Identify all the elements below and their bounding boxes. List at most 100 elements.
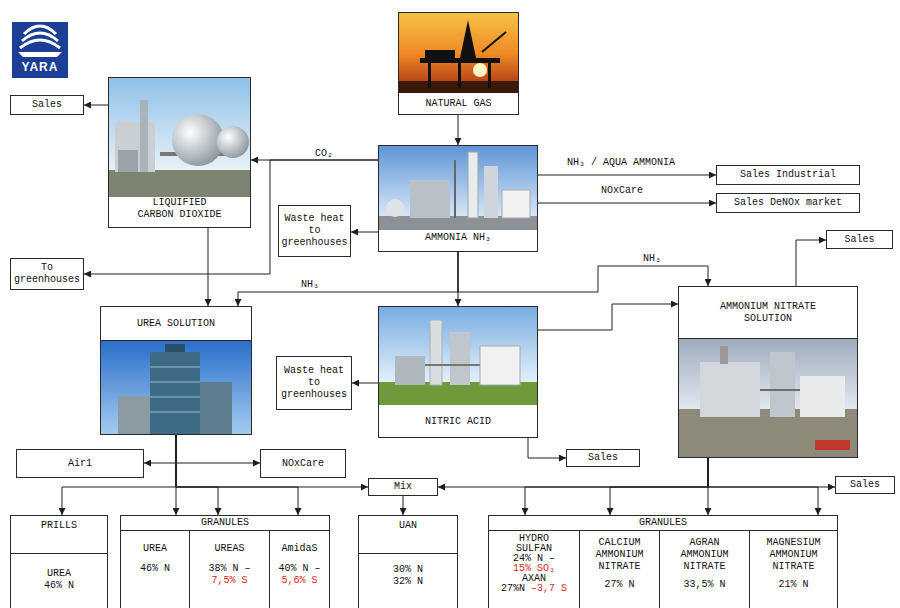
ammonia-plant-picture-part <box>502 190 530 218</box>
gas-platform-picture-part <box>488 63 491 88</box>
node-label: UAN <box>399 520 417 532</box>
process-box: Air1 <box>16 449 144 478</box>
text-row: AmidaS <box>270 543 329 555</box>
edge-label: NH₃ <box>300 279 320 290</box>
ammonia-plant-picture-part <box>468 152 478 218</box>
node-label: 33,5% N <box>683 579 725 591</box>
gas-platform-picture <box>399 13 518 93</box>
node-label: AmidaS <box>281 543 317 555</box>
text-row: To greenhouses <box>14 262 81 286</box>
nitric-acid-plant-picture-part <box>480 346 520 385</box>
text-row: NOxCare <box>282 458 324 470</box>
node-label: NITRIC ACID <box>425 416 491 428</box>
process-box: Sales <box>10 95 84 115</box>
node-label: Waste heat to greenhouses <box>281 213 348 249</box>
text-row: Sales DeNOx market <box>734 197 842 209</box>
product-box: PRILLSUREA46% N <box>10 515 108 608</box>
node-label: MAGNESIUM AMMONIUM NITRATE <box>764 537 824 573</box>
product-column: HYDRO SULFAN24% N –15% SO₃AXAN27%N–3,7 S <box>489 531 579 608</box>
text-row: Sales <box>844 234 874 246</box>
process-box: Sales <box>826 230 893 249</box>
node-label: 27%N <box>501 584 525 594</box>
node-label: HYDRO SULFAN <box>504 534 564 554</box>
yara-logo <box>12 22 68 78</box>
plant-box: NITRIC ACID <box>378 306 538 438</box>
text-row: Waste heat to greenhouses <box>281 213 348 249</box>
node-label: Sales DeNOx market <box>734 197 842 209</box>
process-box: To greenhouses <box>10 258 84 290</box>
urea-plant-picture-part <box>101 341 251 434</box>
product-column: MAGNESIUM AMMONIUM NITRATE 21% N <box>749 531 837 608</box>
ammonium-nitrate-plant-picture <box>679 339 857 457</box>
flow-arrow <box>538 304 678 330</box>
node-label: 46% N <box>44 580 74 592</box>
node-label: Waste heat to greenhouses <box>281 365 348 401</box>
text-row: NATURAL GAS <box>425 98 491 110</box>
text-row: Mix <box>394 481 412 493</box>
node-label: UREAS <box>214 543 244 555</box>
node-label: 38% N – <box>208 563 250 575</box>
text-row: NITRIC ACID <box>425 416 491 428</box>
node-label: 21% N <box>778 579 808 591</box>
flow-arrow <box>538 175 716 176</box>
co2-plant-picture-part <box>140 100 148 172</box>
urea-plant-picture <box>101 341 251 434</box>
text-row: Waste heat to greenhouses <box>281 365 348 401</box>
node-label: 27% N <box>604 579 634 591</box>
header-row: UAN <box>359 516 457 554</box>
text-row: 30% N <box>359 564 457 576</box>
text-row: 46% N <box>11 580 107 592</box>
node-label: 46% N <box>140 563 170 575</box>
text-row: Sales <box>850 479 880 491</box>
urea-plant-picture-part <box>118 396 150 434</box>
text-row: CALCIUM AMMONIUM NITRATE <box>580 537 659 573</box>
yara-logo-part <box>18 52 62 57</box>
urea-plant-picture-part <box>200 382 232 434</box>
node-label: 40% N – <box>278 563 320 575</box>
text-row: 38% N – <box>190 563 269 575</box>
node-label: Air1 <box>68 458 92 470</box>
gas-platform-picture-part <box>425 50 455 58</box>
ammonia-plant-picture <box>379 146 537 230</box>
product-box: UAN30% N32% N <box>358 515 458 608</box>
node-label: GRANULES <box>201 517 249 529</box>
text-row: UREAS <box>190 543 269 555</box>
flow-arrow <box>458 115 459 145</box>
edge-label: NH₃ <box>642 253 662 264</box>
ammonia-plant-picture-part <box>454 160 456 218</box>
flow-arrow <box>84 105 108 106</box>
text-row: 7,5% S <box>190 575 269 587</box>
node-label: 24% N – <box>513 554 555 564</box>
flow-arrow <box>84 160 378 274</box>
nitric-acid-plant-picture-part <box>430 320 442 385</box>
co2-plant-picture-part <box>217 126 249 158</box>
ammonium-nitrate-plant-picture-part <box>700 362 760 417</box>
process-box: Waste heat to greenhouses <box>278 205 351 257</box>
text-row: 5,6% S <box>270 575 329 587</box>
ammonia-plant-picture-part <box>410 180 450 218</box>
co2-plant-picture-part <box>118 150 138 172</box>
text-row: AGRAN AMMONIUM NITRATE <box>660 537 749 573</box>
nitric-acid-plant-picture <box>379 307 537 405</box>
plant-box: AMMONIA NH₃ <box>378 145 538 252</box>
header-row: AMMONIUM NITRATE SOLUTION <box>679 287 857 339</box>
gas-platform-picture-part <box>428 63 431 88</box>
gas-platform-picture-part <box>420 58 500 63</box>
flow-arrow <box>351 232 378 233</box>
node-label: UREA SOLUTION <box>137 318 215 330</box>
node-label: AMMONIUM NITRATE SOLUTION <box>718 301 818 325</box>
node-label: To greenhouses <box>14 262 81 286</box>
gas-platform-picture-part <box>482 32 506 52</box>
process-box: NOxCare <box>260 449 346 478</box>
header-row: UREA SOLUTION <box>101 307 251 341</box>
header-row: GRANULES <box>121 516 329 531</box>
gas-platform-picture-part <box>460 20 476 58</box>
flow-arrow <box>208 228 209 306</box>
node-label: 5,6% S <box>281 575 317 587</box>
node-label: CALCIUM AMMONIUM NITRATE <box>590 537 650 573</box>
node-label: Sales <box>844 234 874 246</box>
urea-plant-picture-part <box>150 352 200 434</box>
co2-plant-picture-part <box>109 170 250 197</box>
